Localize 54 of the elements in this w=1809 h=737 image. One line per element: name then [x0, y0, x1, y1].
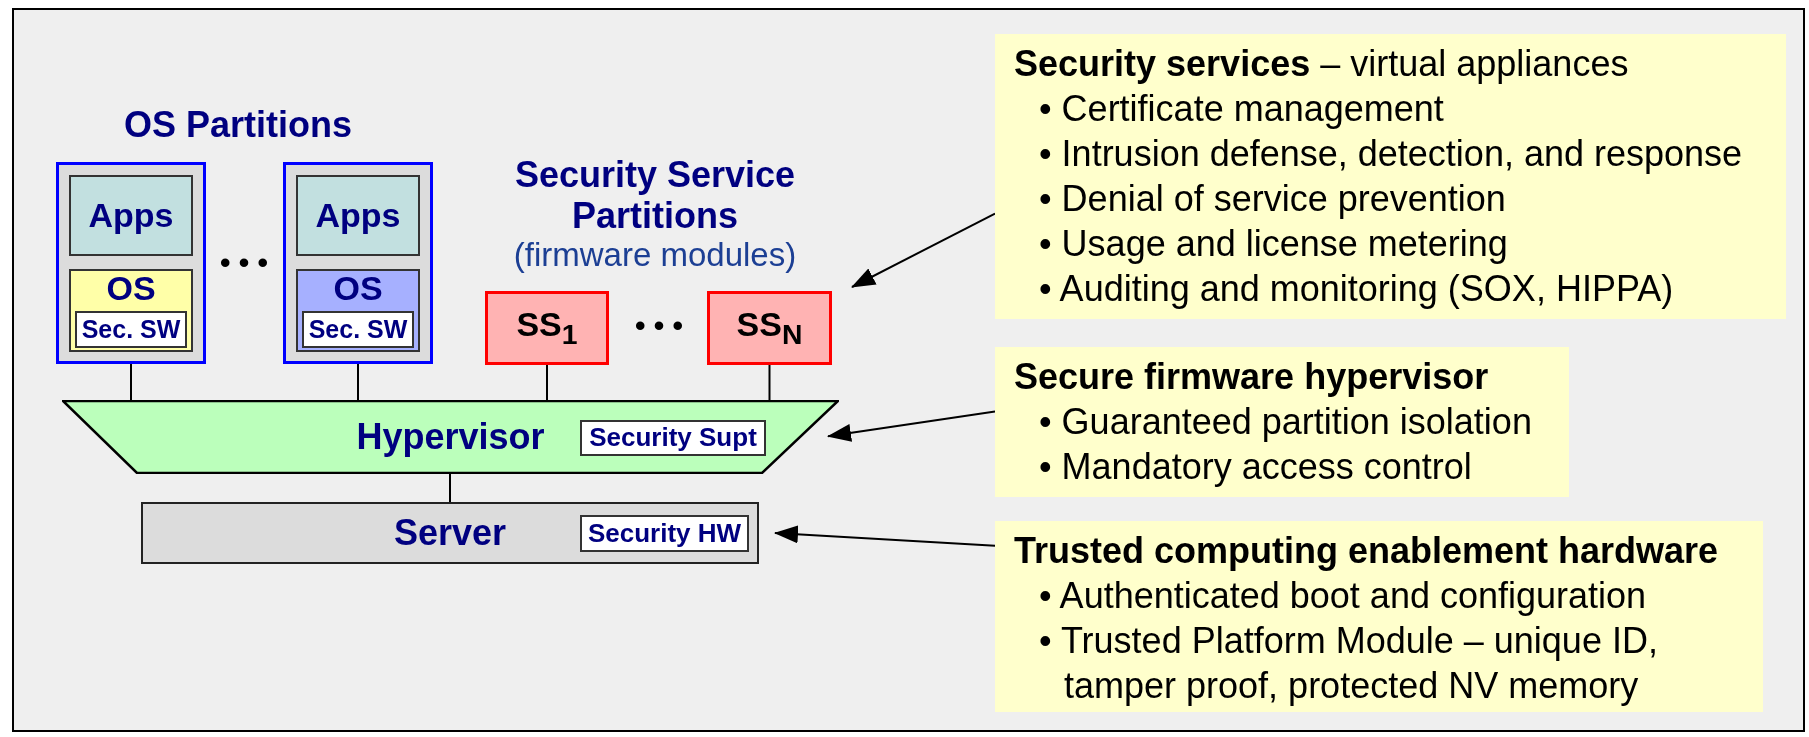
bullet-item: • Trusted Platform Module – unique ID, tamper proof, protected NV memory: [1038, 619, 1659, 708]
box-label: SS$_{N}$: [736, 305, 803, 351]
box-label: OS: [333, 269, 383, 309]
callout-heading: Secure firmware hypervisor: [1014, 355, 1490, 399]
os-box: [296, 269, 420, 352]
security-software-box: [302, 311, 414, 348]
bullet-item: • Auditing and monitoring (SOX, HIPPA): [1038, 267, 1675, 311]
box-label: Security Supt: [589, 423, 757, 453]
group-heading: OS Partitions: [122, 104, 353, 145]
connector-line: [130, 363, 132, 401]
service-partition-box: [485, 291, 609, 365]
service-partition-box: [707, 291, 832, 365]
bullet-item: • Denial of service prevention: [1038, 177, 1507, 221]
security-software-box: [75, 311, 187, 348]
connector-line: [357, 363, 359, 401]
bullet-item: • Intrusion defense, detection, and response: [1038, 132, 1744, 176]
box-label: Server: [393, 512, 507, 554]
arrow: [827, 410, 996, 442]
box-label: OS: [106, 269, 156, 309]
group-heading: Security Service Partitions: [513, 154, 797, 236]
box-label: Security HW: [587, 518, 742, 549]
box-label: Sec. SW: [308, 315, 408, 344]
box-label: Hypervisor: [356, 416, 545, 458]
callout-box: [995, 347, 1569, 497]
box-label: Apps: [88, 195, 174, 236]
group-subheading: (firmware modules): [512, 236, 798, 274]
ellipsis-dots: • • •: [633, 308, 685, 344]
bullet-item: • Authenticated boot and configuration: [1038, 574, 1648, 618]
callout-box: [995, 521, 1763, 712]
bullet-item: • Mandatory access control: [1038, 445, 1473, 489]
apps-box: [69, 175, 193, 256]
bullet-item: • Guaranteed partition isolation: [1038, 400, 1533, 444]
connector-line: [546, 364, 548, 401]
box-label: SS$_{1}$: [516, 305, 578, 351]
security-tag-box: [580, 420, 766, 456]
callout-box: [995, 34, 1786, 319]
arrow: [774, 525, 996, 547]
server-box: [141, 502, 759, 564]
arrow: [851, 212, 996, 288]
ellipsis-dots: • • •: [218, 245, 270, 281]
partition-box: [56, 162, 206, 364]
callout-heading: Security services – virtual appliances: [1014, 42, 1630, 86]
connector-line: [449, 473, 451, 503]
hypervisor-band: [62, 400, 839, 474]
security-tag-box: [580, 515, 749, 552]
os-box: [69, 269, 193, 352]
apps-box: [296, 175, 420, 256]
partition-box: [283, 162, 433, 364]
bullet-item: • Usage and license metering: [1038, 222, 1509, 266]
connector-line: [768, 364, 771, 401]
box-label: Sec. SW: [81, 315, 181, 344]
box-label: Apps: [315, 195, 401, 236]
callout-heading: Trusted computing enablement hardware: [1014, 529, 1720, 573]
bullet-item: • Certificate management: [1038, 87, 1445, 131]
